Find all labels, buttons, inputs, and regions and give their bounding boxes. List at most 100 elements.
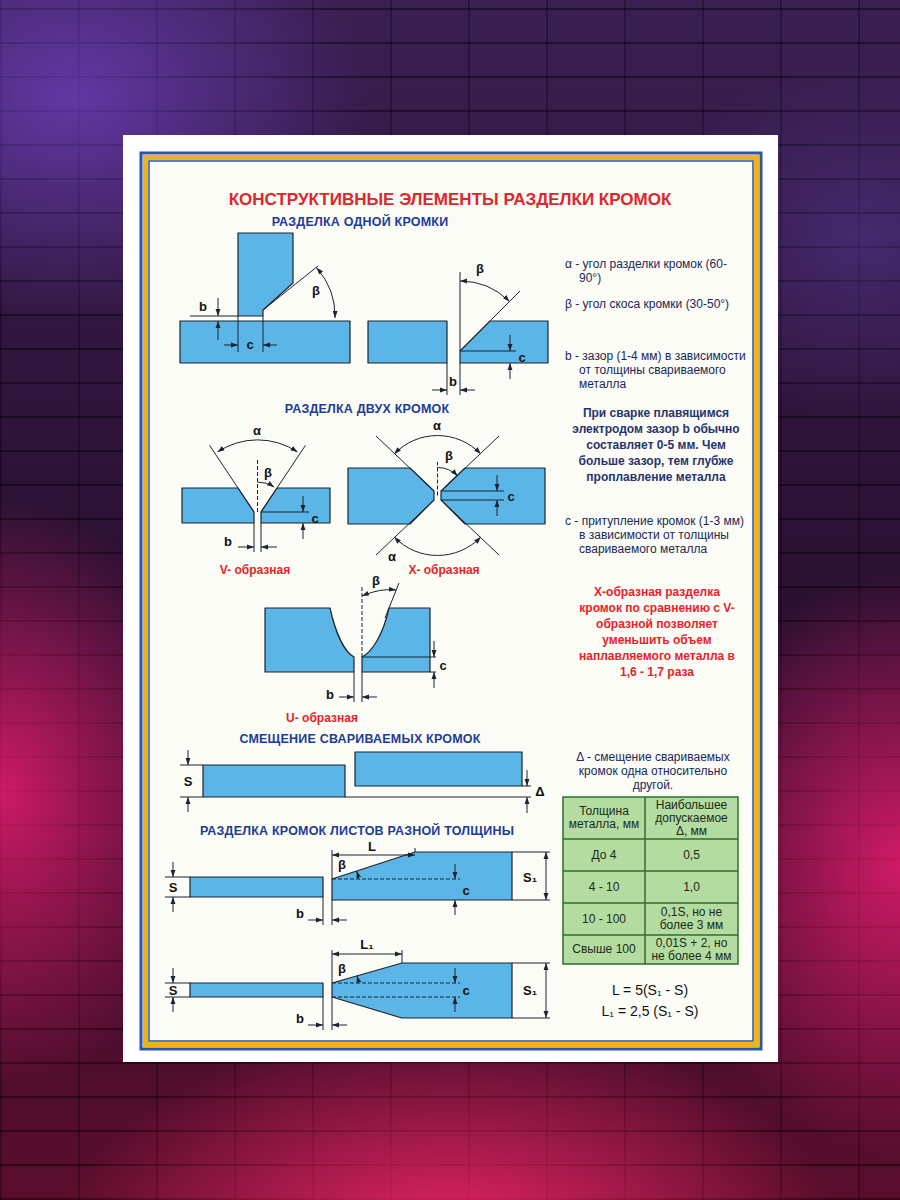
dimension-line xyxy=(332,954,402,955)
dimension-letter: β xyxy=(476,262,484,275)
dimension-line xyxy=(455,968,456,983)
dimension-line xyxy=(332,950,333,983)
dimension-line xyxy=(376,500,434,555)
dimension-line xyxy=(332,920,347,921)
dimension-line xyxy=(434,641,435,657)
dimension-line xyxy=(460,351,516,352)
dimension-line xyxy=(376,436,434,491)
tolerance-table xyxy=(563,902,738,904)
dimension-line xyxy=(261,512,309,513)
dimension-line xyxy=(512,852,550,853)
table-cell: Толщина металла, мм xyxy=(563,797,645,839)
dimension-line xyxy=(180,765,203,766)
metal-plate xyxy=(238,233,293,316)
dimension-line xyxy=(173,897,174,912)
dimension-letter: S xyxy=(184,775,193,788)
formula: L₁ = 2,5 (S₁ - S) xyxy=(602,1004,699,1018)
dimension-line xyxy=(415,848,416,852)
dimension-letter: b xyxy=(296,907,304,920)
dimension-line xyxy=(339,697,354,698)
poster-frame xyxy=(123,135,778,1062)
dimension-line xyxy=(180,797,203,798)
dimension-line xyxy=(546,852,547,900)
tolerance-table xyxy=(563,870,738,872)
dimension-line xyxy=(332,879,460,880)
dimension-line xyxy=(173,862,174,877)
metal-plate xyxy=(180,321,350,363)
dimension-letter: β xyxy=(264,466,272,479)
dimension-letter: Δ xyxy=(535,785,544,798)
dimension-line xyxy=(308,920,323,921)
dimension-letter: L xyxy=(368,840,376,853)
dimension-letter: β xyxy=(312,284,320,297)
metal-plate xyxy=(261,488,330,523)
dimension-line xyxy=(257,460,258,512)
dimension-line xyxy=(527,797,528,813)
dimension-line xyxy=(438,468,458,477)
dimension-line xyxy=(546,963,547,1018)
dimension-line xyxy=(460,272,461,351)
dimension-line xyxy=(165,897,190,898)
dimension-line xyxy=(394,436,481,454)
dimension-letter: c xyxy=(311,512,318,525)
metal-plate xyxy=(265,608,354,672)
poster-frame xyxy=(123,135,778,1062)
joint-type-caption: U- образная xyxy=(286,712,358,724)
tolerance-table xyxy=(563,838,738,840)
dimension-line xyxy=(441,500,504,501)
dimension-line xyxy=(460,281,510,302)
table-cell: Наибольшее допускаемое Δ, мм xyxy=(645,797,738,839)
dimension-line xyxy=(441,436,499,491)
metal-plate xyxy=(460,321,548,363)
dimension-letter: b xyxy=(199,300,207,313)
table-cell: 1,0 xyxy=(645,871,738,903)
dimension-line xyxy=(441,500,499,555)
dimension-line xyxy=(332,855,415,856)
metal-plate xyxy=(180,233,548,1018)
table-cell: 0,5 xyxy=(645,839,738,871)
dimension-letter: c xyxy=(439,659,446,672)
poster-title: КОНСТРУКТИВНЫЕ ЭЛЕМЕНТЫ РАЗДЕЛКИ КРОМОК xyxy=(229,191,672,210)
metal-plate xyxy=(190,877,323,897)
dimension-line xyxy=(238,547,254,548)
joint-type-caption: X- образная xyxy=(408,564,479,576)
dimension-line xyxy=(263,316,264,352)
formula: L = 5(S₁ - S) xyxy=(612,983,688,997)
table-cell: 0,1S, но не более 3 мм xyxy=(645,903,738,935)
dimension-line xyxy=(362,697,377,698)
table-cell: Свыше 100 xyxy=(563,935,645,964)
dimension-line xyxy=(323,897,324,925)
dimension-line xyxy=(332,850,333,879)
dimension-line xyxy=(173,968,174,983)
dimension-letter: β xyxy=(338,962,346,975)
dimension-letter: β xyxy=(372,574,380,587)
metal-plate xyxy=(190,983,323,997)
note-text: При сварке плавящимся электродом зазор b… xyxy=(570,405,742,485)
dimension-line xyxy=(455,864,456,879)
dimension-letter: S₁ xyxy=(523,871,537,884)
dimension-line xyxy=(261,547,277,548)
tolerance-table xyxy=(644,797,646,964)
dimension-line xyxy=(385,583,399,618)
dimension-line xyxy=(165,997,190,998)
tolerance-table xyxy=(563,797,738,964)
dimension-line xyxy=(165,266,550,1030)
section-heading: РАЗДЕЛКА ДВУХ КРОМОК xyxy=(285,403,450,416)
dimension-line xyxy=(263,266,318,310)
dimension-line xyxy=(512,900,550,901)
dimension-line xyxy=(332,1025,347,1026)
dimension-line xyxy=(460,390,475,391)
dimension-line xyxy=(218,298,219,316)
dimension-letter: α xyxy=(433,419,441,432)
dimension-letter: c xyxy=(462,884,469,897)
dimension-line xyxy=(261,445,305,512)
dimension-line xyxy=(238,316,239,352)
dimension-line xyxy=(441,491,504,492)
dimension-line xyxy=(394,537,481,555)
dimension-line xyxy=(460,291,520,351)
dimension-letter: b xyxy=(296,1012,304,1025)
dimension-line xyxy=(430,672,436,673)
dimension-line xyxy=(497,500,498,516)
